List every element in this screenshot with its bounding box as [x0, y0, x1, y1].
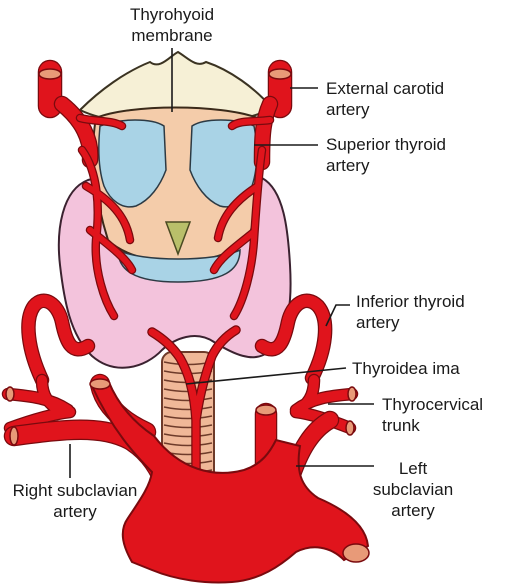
right-external-carotid-cut-end — [38, 68, 62, 80]
left-subclavian-cut-end — [255, 404, 277, 416]
tracheal-ring — [163, 415, 213, 420]
label-inferior-thyroid-artery: Inferior thyroid artery — [356, 292, 465, 332]
leader-thyroidea-ima — [185, 367, 347, 385]
left-superior-thyroid-artery — [209, 115, 275, 321]
thyroidea-ima-artery — [147, 325, 241, 475]
aortic-arch-cut-end — [342, 543, 370, 563]
right-inferior-thyroid-artery — [21, 293, 96, 388]
tracheal-ring — [163, 442, 213, 447]
label-right-subclavian-artery: Right subclavian artery — [12, 481, 138, 521]
left-thyrocervical-lower-cut-end — [345, 420, 355, 436]
tracheal-ring — [163, 424, 213, 429]
label-thyrocervical-trunk: Thyrocervical trunk — [382, 395, 484, 435]
tracheal-ring — [163, 397, 213, 402]
right-thyrocervical-upper-cut-end — [5, 386, 15, 402]
left-external-carotid-cut-end — [268, 68, 292, 80]
label-left-subclavian-artery: Left subclavian artery — [372, 459, 454, 520]
brachiocephalic-cut-end — [89, 378, 111, 390]
left-inferior-thyroid-artery — [254, 293, 333, 386]
right-thyrocervical-lower-cut-end — [9, 426, 19, 446]
leader-lines — [69, 48, 374, 478]
tracheal-ring — [163, 433, 213, 438]
thyrohyoid-membrane — [98, 119, 258, 283]
label-external-carotid-artery: External carotid artery — [326, 79, 445, 119]
tracheal-ring — [163, 406, 213, 411]
right-common-carotid-upper — [53, 95, 99, 169]
aortic-arch — [90, 378, 370, 584]
left-thyrocervical-upper-cut-end — [347, 386, 357, 402]
label-thyrohyoid-membrane: Thyrohyoid membrane — [129, 5, 215, 45]
label-thyroidea-ima: Thyroidea ima — [352, 359, 460, 378]
leader-inferior-thyroid — [325, 304, 350, 327]
right-superior-thyroid-artery — [75, 113, 137, 321]
vessel-cut-ends — [5, 68, 370, 563]
label-superior-thyroid-artery: Superior thyroid artery — [326, 135, 447, 175]
